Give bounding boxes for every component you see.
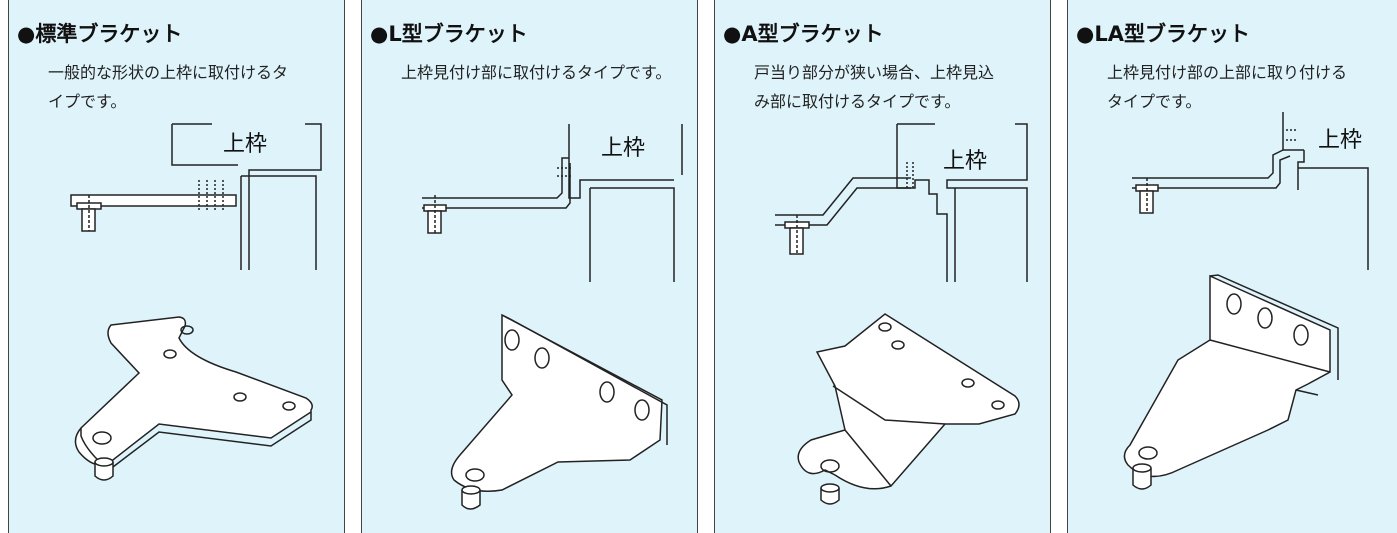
panel-title: ●標準ブラケット [17,22,183,46]
panel-description: 戸当り部分が狭い場合、上枠見込 み部に取付けるタイプです。 [754,58,994,116]
frame-label: 上枠 [223,132,268,157]
panel-l-type-bracket: ●L型ブラケット 上枠見付け部に取付けるタイプです。 上枠 [361,0,698,533]
description-line: 上枠見付け部に取付けるタイプです。 [401,63,672,82]
description-line: イプです。 [48,92,127,111]
description-line: 戸当り部分が狭い場合、上枠見込 [754,63,995,82]
description-line: み部に取付けるタイプです。 [754,92,961,111]
frame-label: 上枠 [943,149,988,174]
description-line: 一般的な形状の上枠に取付けるタ [48,63,289,82]
panel-title: ●LA型ブラケット [1076,22,1250,46]
l-type-bracket-illustration [422,124,683,510]
panel-title: ●A型ブラケット [723,22,884,46]
panel-description: 上枠見付け部の上部に取り付ける タイプです。 [1107,58,1347,116]
la-type-bracket-illustration [1123,112,1369,490]
panel-a-type-bracket: ●A型ブラケット 戸当り部分が狭い場合、上枠見込 み部に取付けるタイプです。 上… [714,0,1051,533]
panel-standard-bracket: ●標準ブラケット 一般的な形状の上枠に取付けるタ イプです。 上枠 [8,0,345,533]
description-line: タイプです。 [1107,92,1202,111]
description-line: 上枠見付け部の上部に取り付ける [1107,63,1348,82]
frame-label: 上枠 [1318,128,1363,153]
panel-description: 上枠見付け部に取付けるタイプです。 [401,58,671,87]
frame-label: 上枠 [601,136,646,161]
standard-bracket-illustration [70,123,322,481]
a-type-bracket-illustration [775,123,1028,505]
panel-la-type-bracket: ●LA型ブラケット 上枠見付け部の上部に取り付ける タイプです。 上枠 [1067,0,1397,533]
panel-description: 一般的な形状の上枠に取付けるタ イプです。 [48,58,288,116]
panel-title: ●L型ブラケット [370,22,528,46]
